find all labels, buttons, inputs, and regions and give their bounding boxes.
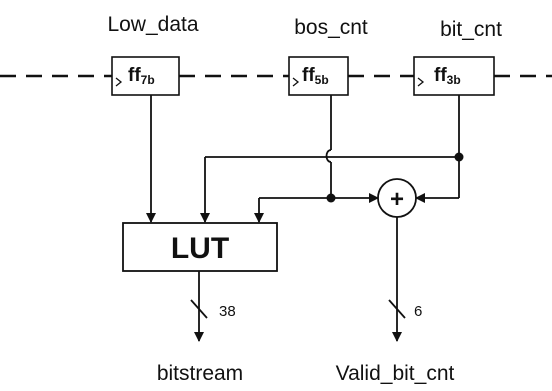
flip-flop-low-data: ff7b: [111, 56, 180, 96]
bitstream-width-label: 38: [219, 303, 236, 320]
ff-name: ff: [434, 65, 447, 86]
svg-text:ff7b: ff7b: [128, 65, 155, 87]
flip-flop-bit-cnt: ff3b: [413, 56, 495, 96]
junction-dot: [454, 152, 464, 162]
ff-name: ff: [302, 65, 315, 86]
lut-block: LUT: [122, 222, 278, 272]
ff-width: 3b: [447, 73, 461, 87]
svg-text:ff5b: ff5b: [302, 65, 329, 87]
flip-flop-bos-cnt: ff5b: [288, 56, 349, 96]
ff-name: ff: [128, 65, 141, 86]
bit-cnt-label: bit_cnt: [440, 18, 502, 41]
svg-text:ff3b: ff3b: [434, 65, 461, 87]
lut-label: LUT: [171, 232, 229, 265]
adder: +: [377, 178, 417, 218]
clock-triangle-icon: [292, 77, 300, 87]
valid-bit-cnt-width-label: 6: [414, 303, 422, 320]
junction-dot: [326, 193, 336, 203]
ff-width: 7b: [141, 73, 155, 87]
low-data-label: Low_data: [107, 13, 198, 36]
adder-symbol: +: [390, 186, 404, 213]
junction-dots: [326, 152, 464, 203]
valid-bit-cnt-label: Valid_bit_cnt: [336, 362, 455, 385]
bos-cnt-label: bos_cnt: [294, 16, 368, 39]
wires: [146, 95, 460, 342]
ff-width: 5b: [315, 73, 329, 87]
clock-triangle-icon: [115, 77, 123, 87]
clock-triangle-icon: [417, 77, 425, 87]
bitstream-label: bitstream: [157, 362, 243, 385]
